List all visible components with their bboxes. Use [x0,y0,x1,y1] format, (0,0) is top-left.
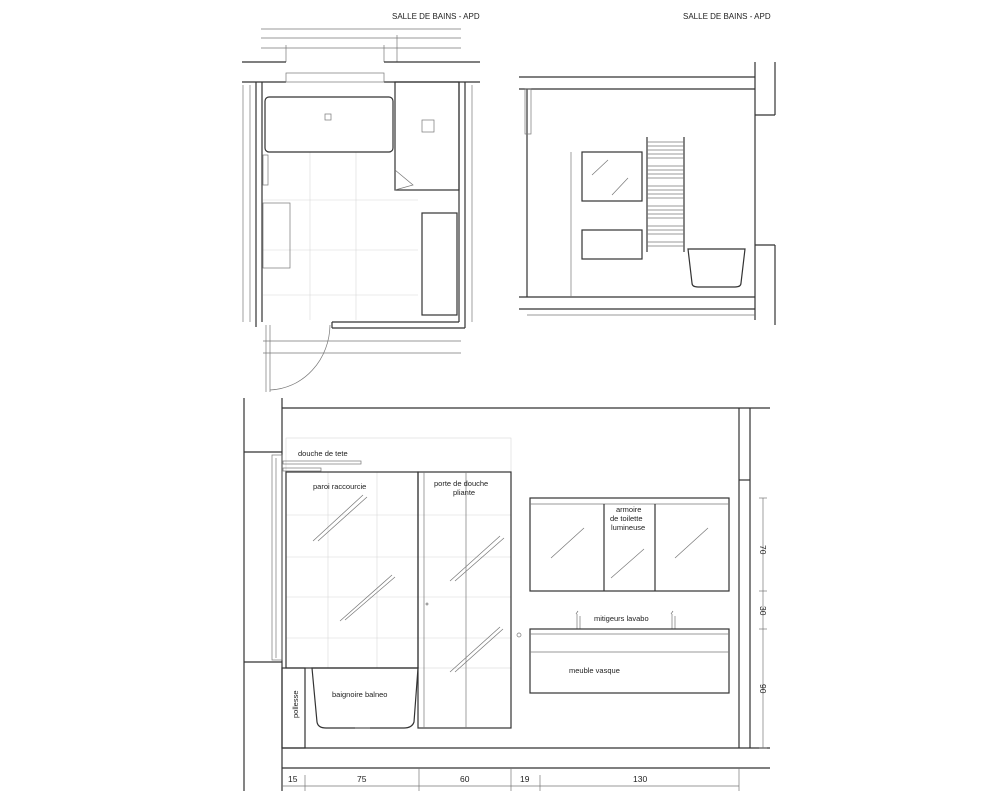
switch [516,632,522,638]
head-shower-arm [282,460,362,465]
dim-bottom-19: 19 [520,774,530,784]
label-armoire-2: de toilette [610,514,643,523]
label-pollesse: pollesse [291,690,300,718]
side-elevation-title: SALLE DE BAINS - APD [683,12,771,21]
plan-vanity [421,212,458,316]
dim-right-30: 30 [758,606,768,616]
label-armoire-3: lumineuse [611,523,645,532]
label-douche-de-tete: douche de tete [298,449,348,458]
dim-right-90: 90 [758,684,768,694]
shower-column [271,454,283,661]
vanity-unit [529,628,730,694]
plan-tile-grid [263,152,418,320]
floor-plan: SALLE DE BAINS - APD [242,12,480,392]
label-porte-2: pliante [453,488,475,497]
plan-door [265,324,331,392]
dim-bottom-15: 15 [288,774,298,784]
front-elevation: douche de tete paroi raccourcie porte de… [243,398,770,791]
right-dimension-lines [759,497,767,749]
plan-window [285,72,385,83]
side-mirror [581,151,643,202]
plan-dimension-lines [242,28,473,354]
side-elevation: SALLE DE BAINS - APD [519,12,776,325]
front-walls [243,398,770,791]
label-baignoire: baignoire balneo [332,690,387,699]
dim-bottom-60: 60 [460,774,470,784]
label-paroi: paroi raccourcie [313,482,366,491]
plan-shower-door [394,169,414,191]
pollesse-box [281,667,306,749]
plan-bathtub [264,96,394,153]
faucets [575,610,676,629]
plan-shower [394,81,460,191]
label-meuble: meuble vasque [569,666,620,675]
label-armoire-1: armoire [616,505,641,514]
shortened-screen [285,471,419,669]
label-mitigeurs: mitigeurs lavabo [594,614,649,623]
bottom-dimension-lines [282,768,740,791]
dim-bottom-75: 75 [357,774,367,784]
plan-towel-rail [262,154,269,186]
side-towel-radiator [646,137,685,252]
side-window [524,88,532,135]
label-porte-1: porte de douche [434,479,488,488]
side-bathtub [687,248,746,288]
plan-storage [262,202,291,269]
illuminated-cabinet [529,497,730,592]
plan-shower-drain [421,119,435,133]
dim-bottom-130: 130 [633,774,647,784]
folding-shower-door [417,471,512,729]
side-cabinet [581,229,643,260]
plan-title: SALLE DE BAINS - APD [392,12,480,21]
bathtub [311,667,419,729]
dim-right-70: 70 [758,545,768,555]
plan-bathtub-drain [324,113,332,121]
plan-walls [242,61,480,329]
